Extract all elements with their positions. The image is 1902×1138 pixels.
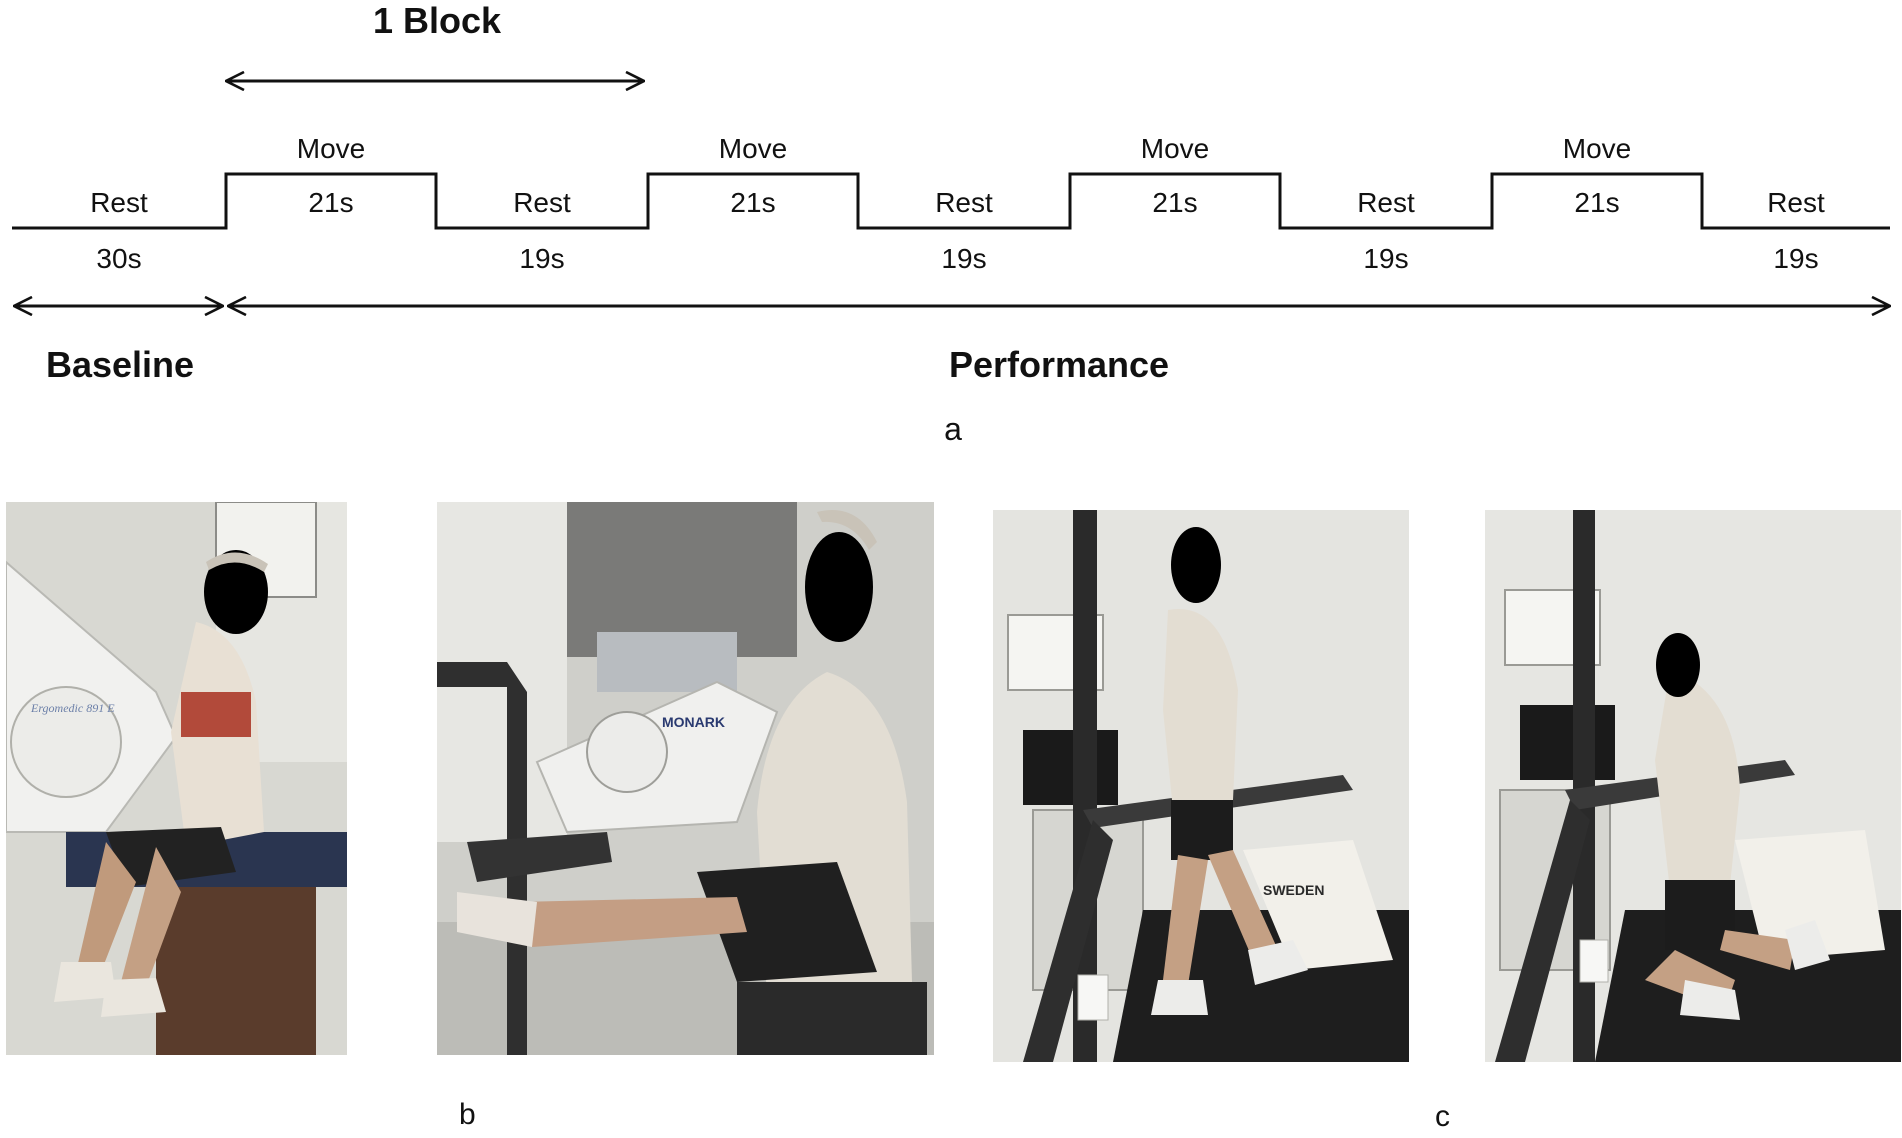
- panel-c-label: c: [1435, 1100, 1450, 1133]
- treadmill-brand-text: SWEDEN: [1263, 882, 1324, 898]
- phase-state-label: Rest: [513, 187, 571, 218]
- phase-duration-label: 19s: [1773, 243, 1818, 274]
- ergometer-model-text: Ergomedic 891 E: [30, 701, 115, 715]
- phase-duration-label: 19s: [519, 243, 564, 274]
- phase-labels: Rest 30s Move 21s Rest 19s Move 21s Rest 19s Move 2…: [90, 133, 1825, 274]
- face-mask-icon: [204, 550, 268, 634]
- phase-duration-label: 19s: [941, 243, 986, 274]
- phase-state-label: Move: [1563, 133, 1631, 164]
- photo-treadmill-knee-flexion: [1485, 510, 1901, 1062]
- phase-state-label: Move: [297, 133, 365, 164]
- phase-duration-label: 21s: [1152, 187, 1197, 218]
- photo-treadmill-standing: SWEDEN: [993, 510, 1409, 1062]
- block-label: 1 Block: [373, 0, 502, 41]
- phase-state-label: Move: [719, 133, 787, 164]
- panel-b-label: b: [459, 1098, 476, 1131]
- face-mask-icon: [805, 532, 873, 642]
- photo-seated-knee-extension: MONARK: [437, 502, 934, 1055]
- panel-a-label: a: [944, 411, 962, 447]
- ergometer-brand-text: MONARK: [662, 714, 725, 730]
- phase-duration-label: 21s: [308, 187, 353, 218]
- baseline-label: Baseline: [46, 344, 194, 385]
- phase-state-label: Rest: [935, 187, 993, 218]
- phase-state-label: Rest: [90, 187, 148, 218]
- phase-duration-label: 19s: [1363, 243, 1408, 274]
- performance-label: Performance: [949, 344, 1169, 385]
- face-mask-icon: [1171, 527, 1221, 603]
- phase-duration-label: 30s: [96, 243, 141, 274]
- phase-duration-label: 21s: [1574, 187, 1619, 218]
- phase-state-label: Rest: [1357, 187, 1415, 218]
- face-mask-icon: [1656, 633, 1700, 697]
- photo-seated-rest: Ergomedic 891 E: [6, 502, 347, 1055]
- phase-state-label: Move: [1141, 133, 1209, 164]
- phase-duration-label: 21s: [730, 187, 775, 218]
- phase-state-label: Rest: [1767, 187, 1825, 218]
- block-design-waveform: [12, 172, 1890, 230]
